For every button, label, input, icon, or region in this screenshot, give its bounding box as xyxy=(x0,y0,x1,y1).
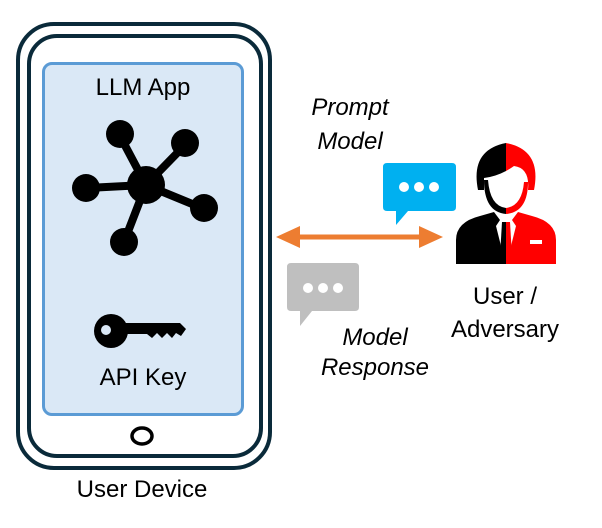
prompt-label-line1: Prompt xyxy=(311,94,389,121)
phone-inner-frame xyxy=(27,34,263,458)
user-device-caption: User Device xyxy=(76,476,208,503)
prompt-label-line2: Model xyxy=(317,128,383,155)
user-adversary-label-line1: User / xyxy=(472,283,537,310)
llm-app-label: LLM App xyxy=(95,74,191,101)
api-key-label: API Key xyxy=(99,364,187,391)
user-adversary-label-line2: Adversary xyxy=(450,316,560,343)
response-label-line2: Response xyxy=(320,354,430,381)
response-label-line1: Model xyxy=(342,324,408,351)
phone-outer-frame xyxy=(16,22,272,470)
phone-screen xyxy=(42,62,244,416)
